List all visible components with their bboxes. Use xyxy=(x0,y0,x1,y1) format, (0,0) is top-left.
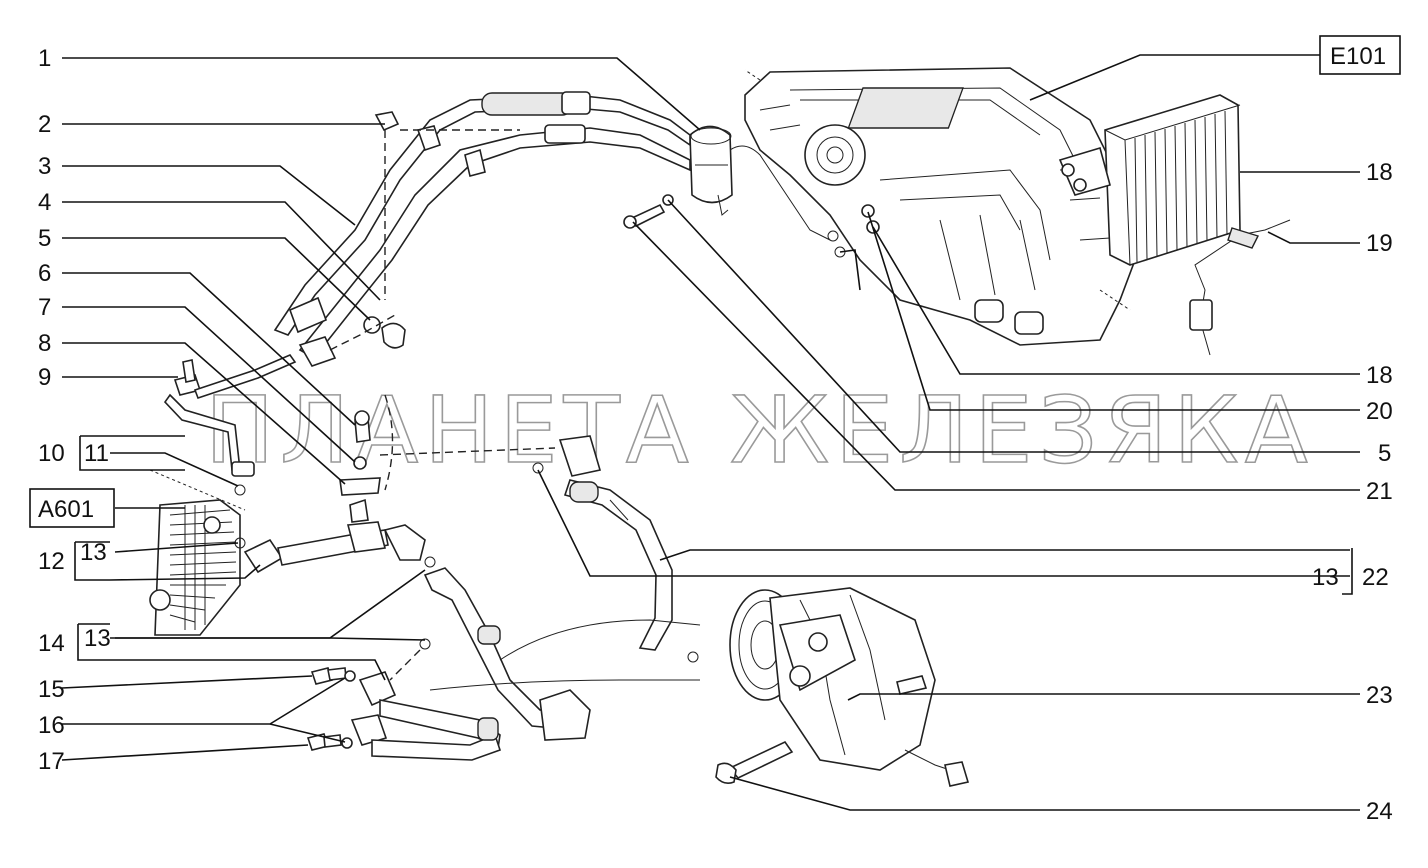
callout-24: 24 xyxy=(1366,798,1393,825)
callout-13b: 13 xyxy=(84,625,111,652)
condenser xyxy=(149,469,246,636)
compressor-hose-upper xyxy=(532,435,673,651)
pipe-fittings-left xyxy=(288,111,520,367)
callout-19: 19 xyxy=(1366,230,1393,257)
callouts-left: 1 2 3 4 5 6 7 8 9 10 11 12 13 14 13 15 1… xyxy=(38,45,111,775)
callout-23: 23 xyxy=(1366,682,1393,709)
bolts-lower-left xyxy=(306,667,356,751)
callout-18a: 18 xyxy=(1366,159,1393,186)
callout-3: 3 xyxy=(38,153,51,180)
compressor-hose-lower xyxy=(350,567,701,761)
receiver-dryer xyxy=(689,125,733,216)
svg-text:E101: E101 xyxy=(1330,43,1386,70)
bolt-hvac-mount xyxy=(623,194,846,258)
callout-10: 10 xyxy=(38,440,65,467)
hvac-housing xyxy=(729,67,1136,346)
callout-13a: 13 xyxy=(80,539,107,566)
callout-16: 16 xyxy=(38,712,65,739)
group-brackets-left xyxy=(74,435,185,661)
watermark-text: ПЛАНЕТА ЖЕЛЕЗЯКА xyxy=(205,377,1314,484)
pressure-switch-line xyxy=(163,354,297,496)
callout-17: 17 xyxy=(38,748,65,775)
callout-5b: 5 xyxy=(1378,440,1391,467)
callout-9: 9 xyxy=(38,364,51,391)
leader-lines-left xyxy=(61,57,701,761)
svg-text:A601: A601 xyxy=(38,496,94,523)
leader-lines-right xyxy=(537,54,1360,811)
callout-11: 11 xyxy=(84,440,109,467)
callout-8: 8 xyxy=(38,330,51,357)
label-a601: A601 xyxy=(29,488,115,528)
compressor-mount-bolt xyxy=(715,740,794,784)
callout-2: 2 xyxy=(38,111,51,138)
callout-21: 21 xyxy=(1366,478,1393,505)
callout-5: 5 xyxy=(38,225,51,252)
evaporator-core xyxy=(1058,94,1241,266)
callout-7: 7 xyxy=(38,294,51,321)
callout-4: 4 xyxy=(38,189,51,216)
callout-1: 1 xyxy=(38,45,51,72)
bracket-bolt xyxy=(339,394,556,496)
callout-6: 6 xyxy=(38,260,51,287)
condenser-line xyxy=(234,498,436,574)
temperature-sensor xyxy=(1189,219,1291,356)
callout-22: 22 xyxy=(1362,564,1389,591)
callout-13c: 13 xyxy=(1312,564,1339,591)
callout-12: 12 xyxy=(38,548,65,575)
ac-compressor xyxy=(687,587,970,787)
callout-15: 15 xyxy=(38,676,65,703)
callout-18b: 18 xyxy=(1366,362,1393,389)
suction-pipe-upper xyxy=(273,91,691,360)
callout-14: 14 xyxy=(38,630,65,657)
callout-20: 20 xyxy=(1366,398,1393,425)
callouts-right: 18 19 18 20 5 21 22 13 23 24 xyxy=(1312,159,1393,825)
label-e101: E101 xyxy=(1319,35,1401,75)
